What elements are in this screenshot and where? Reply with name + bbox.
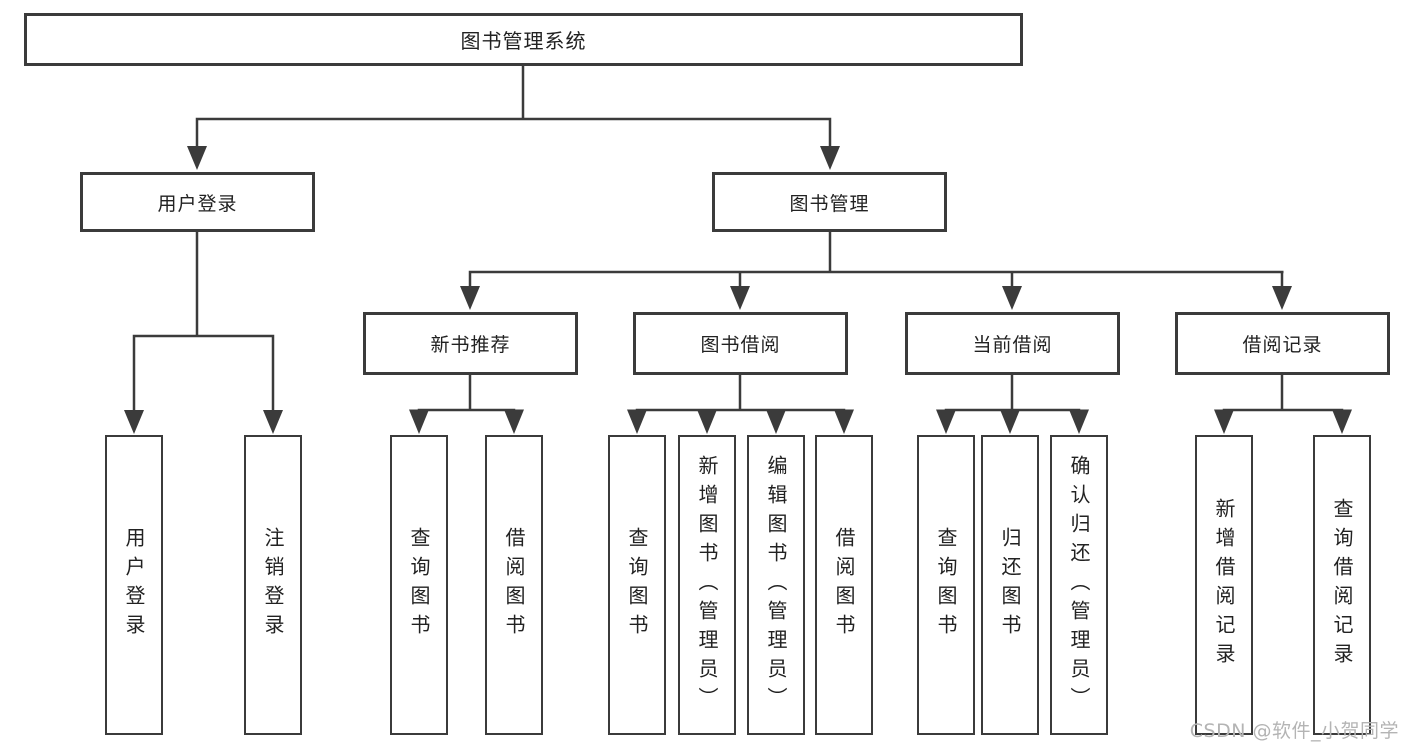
connector-borrow-group xyxy=(627,375,854,434)
leaf-borrow-edit-books-admin: 编辑图书（管理员） xyxy=(747,435,805,735)
node-borrow-records: 借阅记录 xyxy=(1175,312,1390,375)
leaf-current-return-books: 归还图书 xyxy=(981,435,1039,735)
leaf-recommend-borrow-books: 借阅图书 xyxy=(485,435,543,735)
leaf-borrow-query-books: 查询图书 xyxy=(608,435,666,735)
leaf-current-confirm-return-admin: 确认归还（管理员） xyxy=(1050,435,1108,735)
leaf-user-login: 用户登录 xyxy=(105,435,163,735)
connector-root xyxy=(187,66,840,170)
node-new-book-recommend: 新书推荐 xyxy=(363,312,578,375)
leaf-current-query-books: 查询图书 xyxy=(917,435,975,735)
node-current-borrow: 当前借阅 xyxy=(905,312,1120,375)
connector-current-group xyxy=(936,375,1089,434)
leaf-records-query-record: 查询借阅记录 xyxy=(1313,435,1371,735)
watermark: CSDN @软件_小贺同学 xyxy=(1189,720,1399,742)
connector-records-group xyxy=(1214,375,1352,434)
connector-recommend-group xyxy=(409,375,524,434)
leaf-borrow-borrow-books: 借阅图书 xyxy=(815,435,873,735)
node-book-borrow: 图书借阅 xyxy=(633,312,848,375)
node-root: 图书管理系统 xyxy=(24,13,1023,66)
connector-login-group xyxy=(124,232,283,434)
leaf-recommend-query-books: 查询图书 xyxy=(390,435,448,735)
node-user-login: 用户登录 xyxy=(80,172,315,232)
leaf-logout: 注销登录 xyxy=(244,435,302,735)
connector-management-group xyxy=(460,232,1292,310)
leaf-records-add-record: 新增借阅记录 xyxy=(1195,435,1253,735)
node-book-management: 图书管理 xyxy=(712,172,947,232)
leaf-borrow-add-books-admin: 新增图书（管理员） xyxy=(678,435,736,735)
